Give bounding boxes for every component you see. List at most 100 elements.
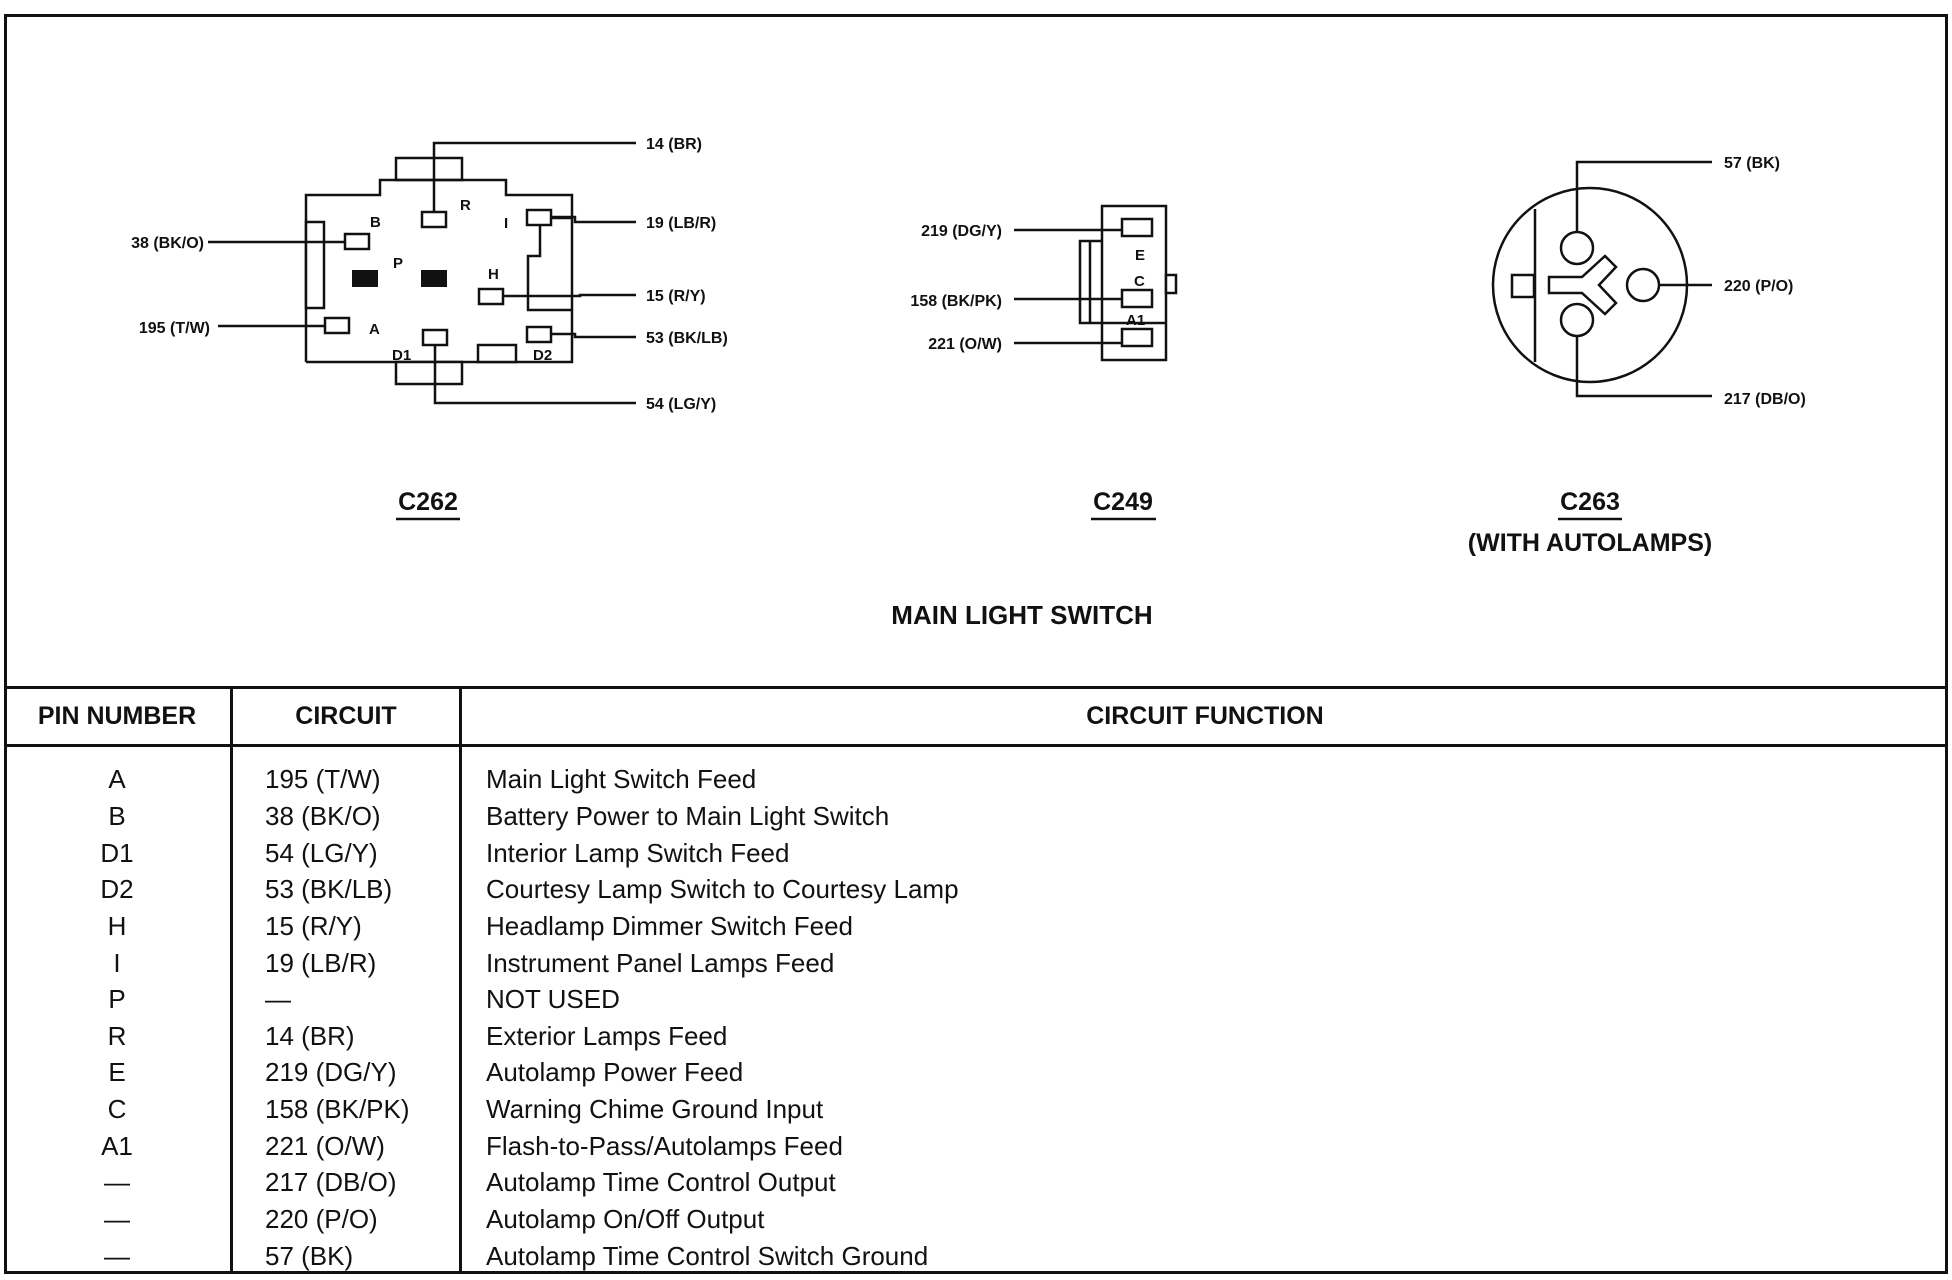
- c262-pin-p-left: [352, 270, 378, 287]
- pin-number-cell: —: [4, 1237, 233, 1274]
- pin-number-cell: B: [4, 797, 233, 835]
- wire-label-219-dg-y: 219 (DG/Y): [921, 223, 1002, 240]
- wire-label-220-p-o: 220 (P/O): [1724, 278, 1793, 295]
- table-row: —217 (DB/O) Autolamp Time Control Output: [4, 1163, 1948, 1201]
- wire-label-57-bk: 57 (BK): [1724, 155, 1780, 172]
- c263-wire-57: [1575, 160, 1712, 232]
- c249-pin-label-e: E: [1135, 247, 1145, 264]
- table-row: P— NOT USED: [4, 980, 1948, 1018]
- circuit-cell: 53 (BK/LB): [231, 871, 462, 908]
- circuit-function-cell: Instrument Panel Lamps Feed: [486, 947, 835, 978]
- circuit-cell: 158 (BK/PK): [231, 1090, 462, 1128]
- wire-label-14-br: 14 (BR): [646, 136, 702, 153]
- wire-label-221-o-w: 221 (O/W): [928, 336, 1002, 353]
- pin-number-cell: D2: [4, 871, 233, 908]
- connector-subtitle-c263: (WITH AUTOLAMPS): [1468, 529, 1712, 557]
- wire-label-54-lg-y: 54 (LG/Y): [646, 396, 716, 413]
- circuit-cell: 219 (DG/Y): [231, 1054, 462, 1091]
- header-circuit: CIRCUIT: [231, 686, 462, 747]
- c262-body: [304, 178, 574, 364]
- circuit-cell: 217 (DB/O): [231, 1163, 462, 1201]
- wire-label-217-db-o: 217 (DB/O): [1724, 391, 1806, 408]
- c262-pin-d2: [525, 325, 553, 344]
- table-header-row: PIN NUMBER CIRCUIT CIRCUIT FUNCTION: [4, 686, 1948, 747]
- circuit-function-cell: Autolamp Time Control Switch Ground: [486, 1240, 929, 1271]
- c263-pin-57: [1559, 230, 1595, 266]
- circuit-cell: 19 (LB/R): [231, 944, 462, 981]
- circuit-cell: —: [231, 980, 462, 1018]
- c262-wire-r: [432, 141, 636, 212]
- connector-name-c263: C263: [1560, 488, 1620, 516]
- wire-label-195-t-w: 195 (T/W): [139, 320, 210, 337]
- pin-number-cell: C: [4, 1090, 233, 1128]
- wire-label-19-lb-r: 19 (LB/R): [646, 215, 716, 232]
- c262-pin-label-d1: D1: [392, 347, 411, 364]
- circuit-cell: 54 (LG/Y): [231, 834, 462, 872]
- c262-pin-label-i: I: [504, 215, 508, 232]
- c262-wire-d2: [551, 332, 636, 339]
- c262-bottom-latch: [394, 360, 464, 386]
- c262-pin-i: [525, 208, 553, 227]
- circuit-cell: 220 (P/O): [231, 1200, 462, 1238]
- circuit-function-cell: Autolamp Power Feed: [486, 1057, 744, 1088]
- circuit-cell: 57 (BK): [231, 1237, 462, 1274]
- header-pin-number: PIN NUMBER: [4, 686, 233, 747]
- c249-pin-label-a1: A1: [1126, 312, 1145, 329]
- circuit-function-cell: Flash-to-Pass/Autolamps Feed: [486, 1130, 843, 1161]
- diagram-frame: [4, 14, 1948, 1274]
- c262-pin-b: [343, 232, 371, 251]
- c262-pin-label-r: R: [460, 197, 471, 214]
- wire-label-53-bk-lb: 53 (BK/LB): [646, 330, 728, 347]
- pin-number-cell: —: [4, 1200, 233, 1238]
- c262-pin-label-p: P: [393, 255, 403, 272]
- circuit-cell: 15 (R/Y): [231, 907, 462, 945]
- pin-number-cell: P: [4, 980, 233, 1018]
- diagram-title: MAIN LIGHT SWITCH: [891, 600, 1152, 630]
- wire-label-15-r-y: 15 (R/Y): [646, 288, 706, 305]
- table-row: —220 (P/O) Autolamp On/Off Output: [4, 1200, 1948, 1238]
- circuit-function-cell: Headlamp Dimmer Switch Feed: [486, 911, 854, 942]
- pin-number-cell: E: [4, 1054, 233, 1091]
- c263-pin-220: [1625, 267, 1661, 303]
- pin-number-cell: —: [4, 1163, 233, 1201]
- c262-left-rail: [304, 220, 326, 310]
- circuit-cell: 14 (BR): [231, 1017, 462, 1055]
- pin-number-cell: R: [4, 1017, 233, 1055]
- c262-bottom-notch: [476, 343, 518, 364]
- wire-label-158-bk-pk: 158 (BK/PK): [910, 293, 1002, 310]
- c249-pin-e: [1120, 217, 1154, 238]
- c263-pin-217: [1559, 302, 1595, 338]
- c262-pin-label-b: B: [370, 214, 381, 231]
- circuit-function-cell: NOT USED: [486, 984, 620, 1015]
- circuit-function-cell: Autolamp Time Control Output: [486, 1167, 836, 1198]
- pin-number-cell: D1: [4, 834, 233, 872]
- circuit-function-cell: Battery Power to Main Light Switch: [486, 801, 890, 832]
- c262-pin-label-h: H: [488, 266, 499, 283]
- connector-name-c249: C249: [1093, 488, 1153, 516]
- c262-wire-h: [503, 293, 636, 298]
- c263-wire-217: [1575, 336, 1712, 398]
- circuit-function-cell: Courtesy Lamp Switch to Courtesy Lamp: [486, 874, 959, 905]
- circuit-function-cell: Autolamp On/Off Output: [486, 1203, 765, 1234]
- connector-diagram: B R I P H A D1 D2 14 (BR) 38 (BK/O) 19 (…: [131, 136, 1806, 630]
- c249-pin-label-c: C: [1134, 273, 1145, 290]
- circuit-cell: 195 (T/W): [231, 745, 462, 798]
- c262-pin-r: [420, 210, 448, 229]
- wire-label-38-bk-o: 38 (BK/O): [131, 235, 204, 252]
- pin-number-cell: A1: [4, 1127, 233, 1164]
- c263-key: [1510, 273, 1536, 299]
- connector-c249: E C A1 219 (DG/Y) 158 (BK/PK) 221 (O/W) …: [910, 204, 1178, 521]
- circuit-cell: 221 (O/W): [231, 1127, 462, 1164]
- pin-number-cell: A: [4, 745, 233, 798]
- connector-name-c262: C262: [398, 488, 458, 516]
- header-circuit-function: CIRCUIT FUNCTION: [460, 686, 1948, 747]
